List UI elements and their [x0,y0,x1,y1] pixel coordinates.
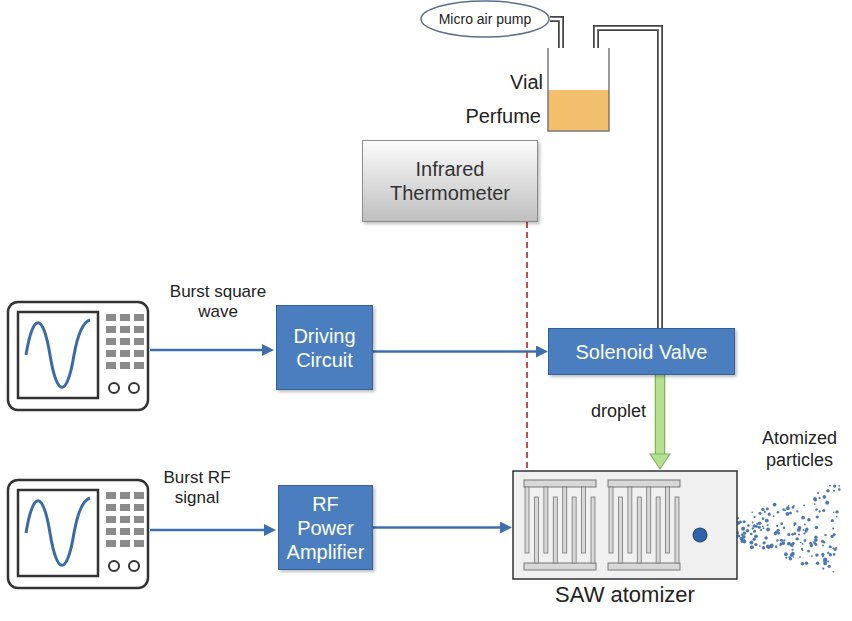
idt-electrode [608,480,680,570]
tube-bore [550,19,561,48]
node-label: RF Power Amplifier [283,492,368,564]
signal-arrow [150,349,262,352]
process-box: Driving Circuit [276,305,373,390]
connector-path [596,28,660,328]
connector-path [373,526,500,529]
connector-path [373,350,536,353]
droplet-dot [693,528,707,542]
saw-atomizer: SAW atomizer [512,470,738,580]
node-label: Driving Circuit [282,324,367,372]
saw-outline [512,470,738,580]
signal-generator [8,302,148,410]
output-label: Atomized particles [752,428,847,471]
node-caption: Perfume [443,104,541,128]
flow-arrow [373,351,536,352]
connector-path [656,375,664,454]
idt-electrode [524,480,596,570]
measurement-line [527,222,528,470]
arrow-outline [655,375,666,454]
node-label: Solenoid Valve [576,340,708,364]
air-tube [550,19,561,48]
connector-path [550,19,561,48]
node-label: Micro air pump [439,11,532,28]
perfume-vial: VialPerfume [547,48,610,132]
signal-arrow [150,529,264,532]
thermometer-box: Infrared Thermometer [362,140,538,222]
air-tube [596,28,660,328]
tube-bore [596,28,660,328]
node-caption: SAW atomizer [512,582,738,608]
flow-arrow [660,375,661,454]
process-box: RF Power Amplifier [278,485,373,570]
connector-path [526,222,528,470]
flow-arrow [373,527,500,528]
air-pump: Micro air pump [420,0,550,38]
process-box: Solenoid Valve [548,328,735,375]
vial-outline [547,48,610,132]
node-label: Infrared Thermometer [371,157,529,205]
node-caption: Vial [499,70,543,94]
signal-label: Burst RF signal [158,468,236,509]
edge-label: droplet [580,401,648,423]
signal-label: Burst square wave [162,282,274,323]
signal-generator [8,480,148,588]
